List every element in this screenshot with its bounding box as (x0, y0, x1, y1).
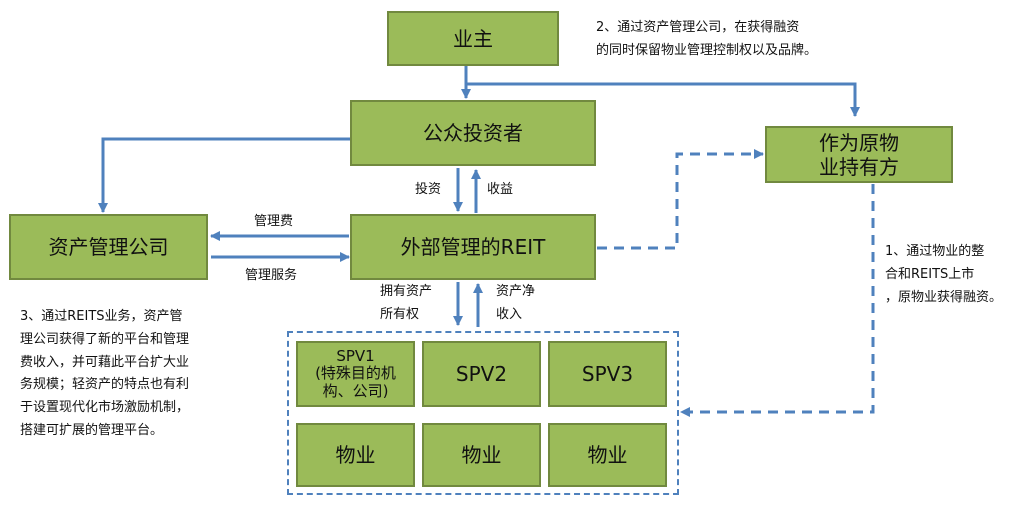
note-1-line3: ，原物业获得融资。 (885, 289, 1003, 305)
asset-mgmt-company-box: 资产管理公司 (9, 214, 208, 280)
net-income-line1: 资产净 (496, 284, 536, 299)
external-reit-label: 外部管理的REIT (400, 235, 546, 259)
own-assets-label: 拥有资产 所有权 (380, 281, 432, 327)
property-label-3: 物业 (587, 443, 628, 467)
net-income-label: 资产净 收入 (496, 281, 535, 327)
asset-mgmt-company-label: 资产管理公司 (48, 235, 169, 259)
note-3-line2: 理公司获得了新的平台和管理 (20, 331, 190, 347)
public-investors-label: 公众投资者 (423, 121, 523, 145)
holder-label-line1: 作为原物 (819, 130, 899, 155)
spv3-box: SPV3 (548, 341, 667, 407)
original-holder-box: 作为原物 业持有方 (765, 126, 953, 183)
spv2-label: SPV2 (455, 362, 508, 386)
property-box-1: 物业 (296, 423, 415, 487)
holder-label-line2: 业持有方 (819, 154, 899, 179)
spv1-box: SPV1 (特殊目的机 构、公司) (296, 341, 415, 407)
note-3-line6: 搭建可扩展的管理平台。 (20, 422, 164, 438)
note-2: 2、通过资产管理公司，在获得融资 的同时保留物业管理控制权以及品牌。 (596, 17, 817, 63)
note-1: 1、通过物业的整 合和REITS上市 ，原物业获得融资。 (885, 241, 1002, 309)
own-assets-line2: 所有权 (380, 306, 420, 322)
note-3-line4: 务规模；轻资产的特点也有利 (20, 377, 190, 393)
dashed-arrow-holder-to-spv (679, 184, 875, 418)
spv1-label-line1: SPV1 (336, 347, 375, 366)
spv-group-frame (287, 331, 679, 495)
spv1-label-line2: (特殊目的机 (315, 364, 396, 383)
mgmt-service-label: 管理服务 (245, 268, 298, 283)
note-3-line3: 费收入，并可藉此平台扩大业 (20, 354, 190, 370)
owner-label: 业主 (453, 26, 493, 51)
net-income-line2: 收入 (496, 306, 523, 322)
property-label-2: 物业 (461, 443, 502, 467)
property-label-1: 物业 (335, 443, 376, 467)
external-reit-box: 外部管理的REIT (350, 214, 596, 280)
invest-label: 投资 (415, 182, 442, 197)
public-investors-box: 公众投资者 (350, 100, 596, 166)
arrow-owner-to-holder (466, 82, 861, 118)
note-1-line1: 1、通过物业的整 (885, 244, 985, 259)
spv1-label-line3: 构、公司) (322, 381, 389, 400)
own-assets-line1: 拥有资产 (380, 284, 433, 299)
owner-box: 业主 (387, 11, 559, 66)
spv2-box: SPV2 (422, 341, 541, 407)
note-2-line2: 的同时保留物业管理控制权以及品牌。 (596, 42, 818, 58)
note-1-line2: 合和REITS上市 (885, 266, 975, 282)
mgmt-fee-label: 管理费 (254, 214, 294, 229)
arrow-investors-to-asset-mgmt (97, 137, 351, 214)
income-label: 收益 (487, 182, 514, 197)
note-3-line1: 3、通过REITS业务，资产管 (20, 309, 183, 324)
property-box-3: 物业 (548, 423, 667, 487)
spv3-label: SPV3 (581, 362, 634, 386)
note-3-line5: 于设置现代化市场激励机制， (20, 400, 190, 415)
note-2-line1: 2、通过资产管理公司，在获得融资 (596, 20, 800, 35)
property-box-2: 物业 (422, 423, 541, 487)
note-3: 3、通过REITS业务，资产管 理公司获得了新的平台和管理 费收入，并可藉此平台… (20, 306, 189, 443)
dashed-arrow-reit-to-holder (597, 148, 765, 250)
